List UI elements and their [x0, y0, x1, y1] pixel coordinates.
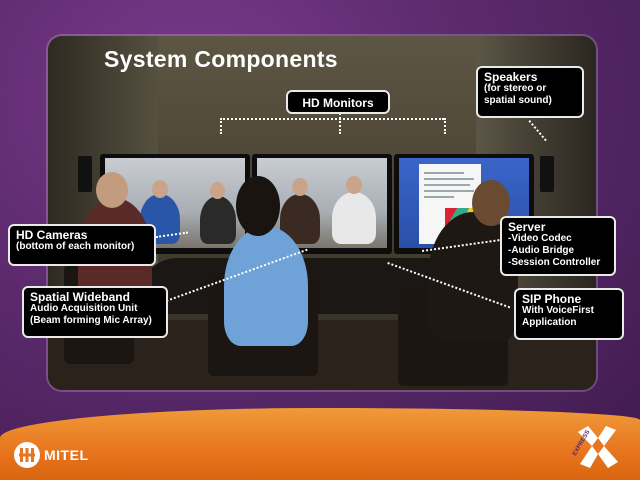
callout-line: Audio Acquisition Unit — [30, 303, 138, 314]
callout-line: (bottom of each monitor) — [16, 241, 135, 252]
callout-speakers: Speakers (for stereo or spatial sound) — [476, 66, 584, 118]
mitel-logo-icon — [14, 442, 40, 468]
callout-line: With VoiceFirst — [522, 305, 594, 316]
leader-line — [220, 118, 444, 120]
person-woman-center — [224, 226, 308, 346]
leader-line — [220, 118, 222, 134]
leader-line — [339, 110, 341, 134]
callout-heading: HD Monitors — [302, 96, 374, 110]
callout-line: (for stereo or — [484, 83, 547, 94]
mitel-logo: MITEL — [14, 442, 89, 468]
callout-line: Application — [522, 317, 577, 328]
callout-line: -Video Codec — [508, 233, 572, 244]
x-express-logo: EXPRESS — [572, 424, 622, 472]
callout-heading: Speakers — [484, 70, 538, 84]
callout-line: spatial sound) — [484, 95, 552, 106]
mitel-logo-text: MITEL — [44, 447, 89, 463]
footer-band — [0, 408, 640, 480]
monitor-center — [252, 154, 392, 254]
callout-heading: Spatial Wideband — [30, 290, 130, 304]
callout-spatial-wideband: Spatial Wideband Audio Acquisition Unit … — [22, 286, 168, 338]
callout-hd-cameras: HD Cameras (bottom of each monitor) — [8, 224, 156, 266]
callout-hd-monitors: HD Monitors — [286, 90, 390, 114]
callout-sip-phone: SIP Phone With VoiceFirst Application — [514, 288, 624, 340]
speaker-left — [78, 156, 92, 192]
callout-server: Server -Video Codec -Audio Bridge -Sessi… — [500, 216, 616, 276]
callout-line: -Audio Bridge — [508, 245, 575, 256]
slide-title: System Components — [104, 46, 338, 72]
callout-line: -Session Controller — [508, 257, 601, 268]
callout-line: (Beam forming Mic Array) — [30, 315, 152, 326]
callout-heading: Server — [508, 220, 546, 234]
speaker-right — [540, 156, 554, 192]
callout-heading: SIP Phone — [522, 292, 582, 306]
callout-heading: HD Cameras — [16, 228, 88, 242]
x-express-logo-icon — [578, 426, 618, 468]
leader-line — [444, 118, 446, 134]
